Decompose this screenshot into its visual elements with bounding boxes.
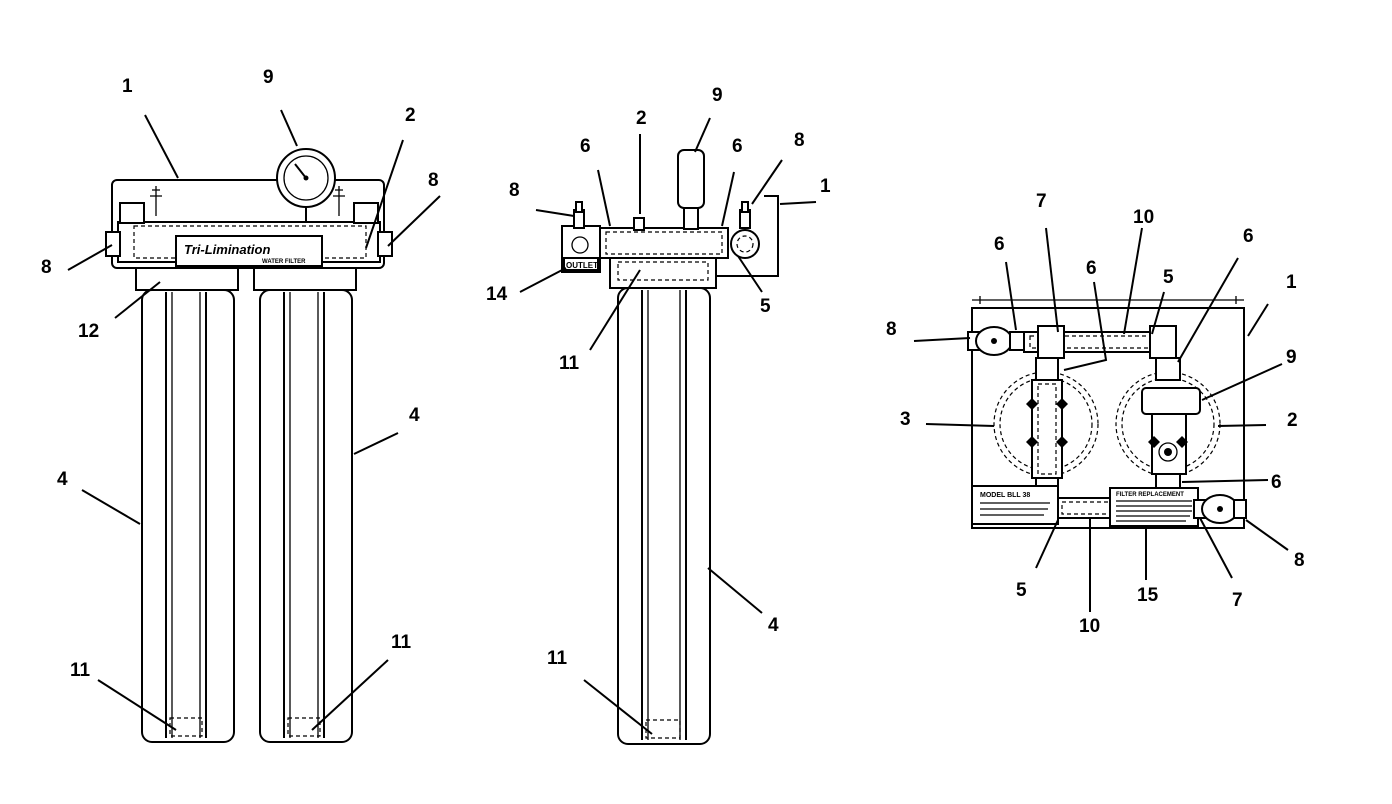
callout-4: 4 — [409, 405, 420, 426]
mounting-bracket-side — [708, 195, 779, 277]
filter-housing-side — [617, 287, 711, 745]
callout-15: 15 — [1137, 585, 1159, 606]
filter-plate-text: FILTER REPLACEMENT — [1116, 492, 1184, 498]
callout-5: 5 — [1163, 267, 1174, 288]
callout-2: 2 — [405, 105, 416, 126]
callout-8: 8 — [428, 170, 439, 191]
callout-6: 6 — [580, 136, 591, 157]
callout-5: 5 — [760, 296, 771, 317]
callout-6: 6 — [1271, 472, 1282, 493]
outlet-fitting-right — [377, 231, 393, 257]
callout-6: 6 — [1086, 258, 1097, 279]
logo-plate — [175, 235, 323, 267]
left-front-view: Tri-Limination WATER FILTER — [41, 67, 441, 743]
callout-9: 9 — [263, 67, 274, 88]
callout-9: 9 — [1286, 347, 1297, 368]
callout-5: 5 — [1016, 580, 1027, 601]
callout-9: 9 — [712, 85, 723, 106]
model-plate-text: MODEL BLL 38 — [980, 492, 1030, 499]
callout-11: 11 — [559, 353, 580, 374]
callout-8: 8 — [794, 130, 805, 151]
callout-4: 4 — [768, 615, 779, 636]
callout-2: 2 — [636, 108, 647, 129]
right-top-view: MODEL BLL 38 FILTER REPLACEMENT — [886, 191, 1305, 637]
callout-7: 7 — [1232, 590, 1243, 611]
callout-7: 7 — [1036, 191, 1047, 212]
filter-housing-left — [135, 267, 239, 743]
housing-circle-left — [993, 371, 1099, 477]
callout-10: 10 — [1133, 207, 1154, 228]
head-logo-text: Tri-Limination — [184, 242, 270, 257]
callout-8: 8 — [509, 180, 520, 201]
callout-1: 1 — [1286, 272, 1297, 293]
gauge-top — [1141, 387, 1201, 415]
callout-4: 4 — [57, 469, 68, 490]
callout-12: 12 — [78, 321, 99, 342]
callout-14: 14 — [486, 284, 508, 305]
middle-side-view: OUTLET — [486, 85, 831, 745]
callout-10: 10 — [1079, 616, 1100, 637]
callout-8: 8 — [886, 319, 897, 340]
callout-8: 8 — [1294, 550, 1305, 571]
head-sub-text: WATER FILTER — [262, 259, 306, 265]
callout-8: 8 — [41, 257, 52, 278]
callout-6: 6 — [732, 136, 743, 157]
mounting-bracket-top — [971, 307, 1245, 529]
callout-1: 1 — [122, 76, 133, 97]
callout-6: 6 — [994, 234, 1005, 255]
inlet-fitting-left — [105, 231, 121, 257]
middle-leader-lines — [519, 117, 817, 735]
callout-11: 11 — [547, 648, 568, 669]
callout-11: 11 — [391, 632, 412, 653]
right-leader-lines — [913, 227, 1289, 612]
filter-replacement-plate — [1109, 487, 1199, 527]
pressure-gauge-side — [677, 149, 705, 209]
model-plate — [971, 485, 1059, 525]
callout-6: 6 — [1243, 226, 1254, 247]
left-leader-lines — [67, 109, 441, 731]
outlet-label: OUTLET — [566, 261, 598, 270]
inlet-fitting-side — [730, 229, 760, 259]
callout-2: 2 — [1287, 410, 1298, 431]
callout-1: 1 — [820, 176, 831, 197]
callout-3: 3 — [900, 409, 911, 430]
callout-11: 11 — [70, 660, 91, 681]
head-manifold-side — [597, 227, 729, 259]
filter-housing-right — [253, 267, 357, 743]
housing-circle-right — [1115, 371, 1221, 477]
